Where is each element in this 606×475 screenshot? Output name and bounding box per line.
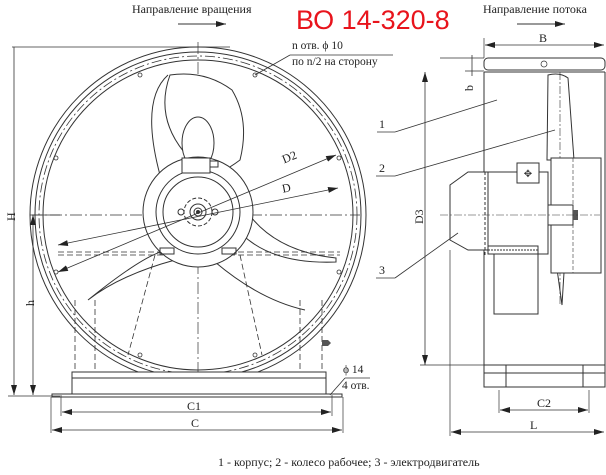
dim-D3: D3 bbox=[412, 209, 426, 224]
flow-direction-label: Направление потока bbox=[483, 2, 587, 16]
base-holes-count: 4 отв. bbox=[342, 380, 370, 392]
dim-B: B bbox=[539, 31, 548, 45]
dim-L: L bbox=[530, 418, 538, 432]
dim-b: b bbox=[462, 85, 476, 91]
dim-D: D bbox=[280, 180, 292, 196]
dim-C2: C2 bbox=[537, 396, 552, 410]
flange-holes-note: n отв. ϕ 10 bbox=[292, 40, 343, 52]
blade-side bbox=[546, 73, 575, 161]
flange-holes-note-detail: по n/2 на сторону bbox=[292, 56, 378, 68]
dim-H: H bbox=[4, 212, 18, 221]
motor-side: ✥ bbox=[449, 162, 578, 315]
base-frame bbox=[51, 371, 343, 398]
base-holes-diameter: ϕ 14 bbox=[343, 364, 364, 376]
parts-legend: 1 - корпус; 2 - колесо рабочее; 3 - элек… bbox=[218, 455, 480, 469]
callout-1-housing: 1 bbox=[379, 117, 385, 131]
dim-h: h bbox=[23, 300, 37, 306]
model-title: ВО 14-320-8 bbox=[296, 5, 450, 35]
svg-text:✥: ✥ bbox=[524, 169, 532, 180]
dim-C1: C1 bbox=[187, 399, 202, 413]
dim-C: C bbox=[191, 416, 200, 430]
rotation-direction-label: Направление вращения bbox=[132, 2, 252, 16]
callout-3-motor: 3 bbox=[379, 263, 385, 277]
side-view-housing bbox=[483, 57, 606, 388]
callout-2-impeller: 2 bbox=[379, 161, 385, 175]
